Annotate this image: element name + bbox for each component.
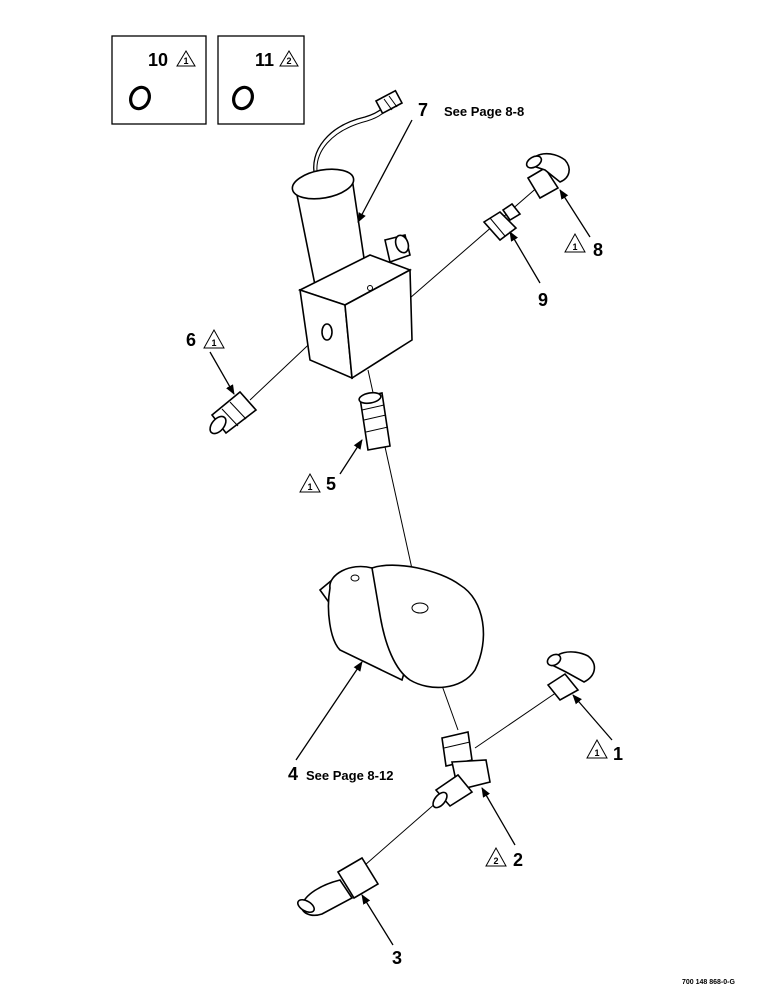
fitting-item-5 [358, 391, 391, 451]
motor-lead-wire [313, 102, 387, 179]
callout-5-note-number: 1 [307, 482, 312, 492]
callout-10-number: 10 [148, 50, 168, 70]
callout-2-number: 2 [513, 850, 523, 870]
callout-1-number: 1 [613, 744, 623, 764]
callout-5-number: 5 [326, 474, 336, 494]
note-triangle-icon [485, 846, 507, 867]
o-ring-icon [129, 85, 151, 111]
callout-11-number: 11 [255, 50, 274, 70]
o-ring-icon [232, 85, 254, 111]
callout-2-note-number: 2 [493, 856, 498, 866]
callout-8: 1 8 [564, 232, 603, 260]
callout-10-note-number: 1 [183, 56, 188, 66]
callout-8-number: 8 [593, 240, 603, 260]
drawing-code: 700 148 868-0-G [682, 979, 735, 986]
callout-4: 4 See Page 8-12 [288, 764, 393, 784]
note-triangle-icon [586, 738, 608, 759]
note-triangle-icon [299, 472, 321, 493]
elbow-fitting-item-3 [297, 856, 380, 917]
callout-2: 2 2 [485, 846, 523, 870]
callout-1-note-number: 1 [594, 748, 599, 758]
note-triangle-icon [564, 232, 586, 253]
callout-5: 1 5 [299, 472, 336, 494]
callout-3-number: 3 [392, 948, 402, 968]
nipple-fitting-item-9 [482, 202, 522, 242]
callout-6-number: 6 [186, 330, 196, 350]
elbow-fitting-item-1 [546, 651, 596, 702]
leader-arrows [209, 119, 613, 946]
valve-motor-assembly [291, 89, 413, 380]
callout-7: 7 See Page 8-8 [418, 100, 524, 120]
callout-9-number: 9 [538, 290, 548, 310]
note-triangle-icon [279, 50, 299, 67]
callout-6: 6 1 [186, 328, 225, 350]
note-triangle-icon [176, 50, 196, 67]
callout-9: 9 [538, 290, 548, 310]
tee-fitting-item-2 [432, 731, 491, 809]
callout-7-note: See Page 8-8 [444, 104, 524, 119]
inset-box-item-11: 11 2 [217, 35, 305, 125]
pump-housing-item-4 [318, 564, 485, 689]
callout-4-note: See Page 8-12 [306, 768, 393, 783]
callout-11-note-number: 2 [286, 56, 291, 66]
callout-4-number: 4 [288, 764, 298, 784]
callout-7-number: 7 [418, 100, 428, 120]
callout-6-note-number: 1 [211, 338, 216, 348]
callout-1: 1 1 [586, 738, 623, 764]
wire-connector-plug [374, 89, 404, 115]
callout-8-note-number: 1 [572, 242, 577, 252]
note-triangle-icon [203, 328, 225, 349]
fitting-item-6 [209, 390, 258, 435]
elbow-fitting-item-8 [525, 152, 570, 200]
callout-3: 3 [392, 948, 402, 968]
inset-box-item-10: 10 1 [111, 35, 207, 125]
